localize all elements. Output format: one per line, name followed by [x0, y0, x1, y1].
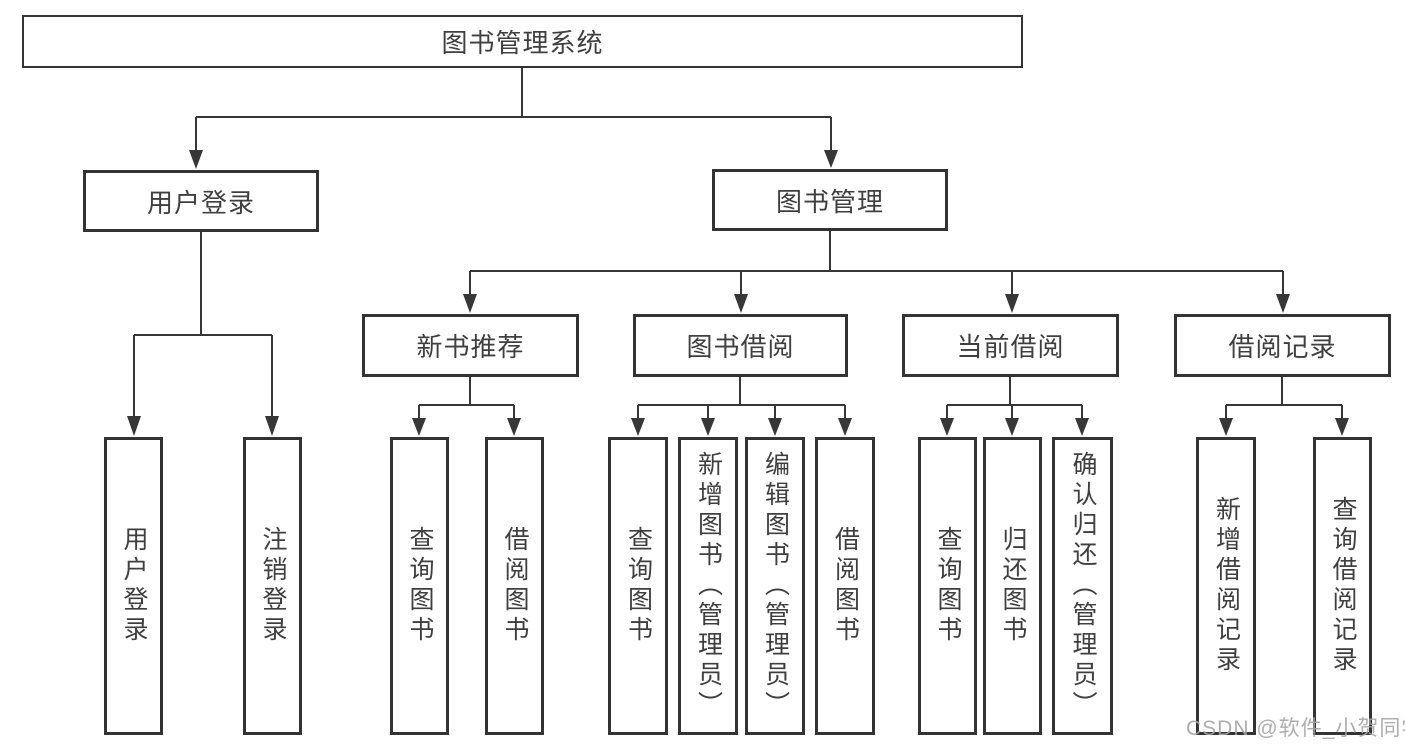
connector-new-book [412, 377, 521, 436]
node-label: 当前借阅 [956, 332, 1065, 362]
connector-current-borrow [940, 377, 1089, 436]
node-current-borrow: 当前借阅 [902, 314, 1119, 377]
leaf-label: 编辑图书（管理员） [761, 451, 790, 721]
node-label: 图书管理 [775, 186, 884, 217]
leaf-user-login: 用户登录 [104, 437, 163, 735]
node-new-book-recommend: 新书推荐 [362, 314, 579, 377]
leaf-query-books-recommend: 查询图书 [390, 437, 449, 735]
leaf-label: 新增图书（管理员） [694, 451, 723, 721]
node-root: 图书管理系统 [22, 15, 1023, 68]
leaf-label: 确认归还（管理员） [1069, 451, 1097, 721]
node-user-login: 用户登录 [83, 170, 319, 232]
leaf-query-books-current: 查询图书 [918, 437, 977, 735]
leaf-label: 新增借阅记录 [1212, 496, 1241, 676]
leaf-logout: 注销登录 [243, 437, 302, 735]
connector-book-borrow [631, 377, 852, 436]
node-label: 用户登录 [146, 187, 255, 218]
leaf-label: 用户登录 [120, 526, 148, 646]
connector-root [189, 68, 838, 169]
leaf-label: 注销登录 [259, 526, 287, 646]
leaf-label: 借阅图书 [501, 526, 529, 646]
leaf-query-books-borrow: 查询图书 [608, 437, 668, 735]
node-label: 借阅记录 [1228, 332, 1337, 362]
watermark: CSDN @软件_小贺同学 [1186, 717, 1405, 740]
leaf-label: 归还图书 [999, 526, 1027, 646]
connector-user-login [127, 232, 279, 436]
leaf-borrow-books: 借阅图书 [815, 437, 875, 735]
node-label: 图书管理系统 [441, 28, 604, 58]
node-label: 新书推荐 [416, 332, 525, 362]
node-borrow-records: 借阅记录 [1174, 314, 1391, 377]
node-book-management: 图书管理 [712, 169, 948, 231]
leaf-label: 查询图书 [934, 526, 962, 646]
leaf-borrow-books-recommend: 借阅图书 [485, 437, 544, 735]
node-book-borrow: 图书借阅 [633, 314, 848, 377]
connector-book-management [463, 231, 1290, 313]
leaf-label: 查询图书 [406, 526, 434, 646]
connector-borrow-records [1219, 377, 1349, 436]
leaf-add-borrow-record: 新增借阅记录 [1196, 437, 1256, 735]
leaf-edit-book-admin: 编辑图书（管理员） [745, 437, 805, 735]
leaf-label: 查询图书 [624, 526, 653, 646]
leaf-label: 查询借阅记录 [1329, 496, 1357, 676]
node-label: 图书借阅 [686, 332, 795, 362]
leaf-label: 借阅图书 [831, 526, 860, 646]
leaf-return-book: 归还图书 [983, 437, 1042, 735]
leaf-query-borrow-record: 查询借阅记录 [1313, 437, 1372, 735]
leaf-confirm-return-admin: 确认归还（管理员） [1052, 437, 1113, 735]
leaf-add-book-admin: 新增图书（管理员） [678, 437, 738, 735]
